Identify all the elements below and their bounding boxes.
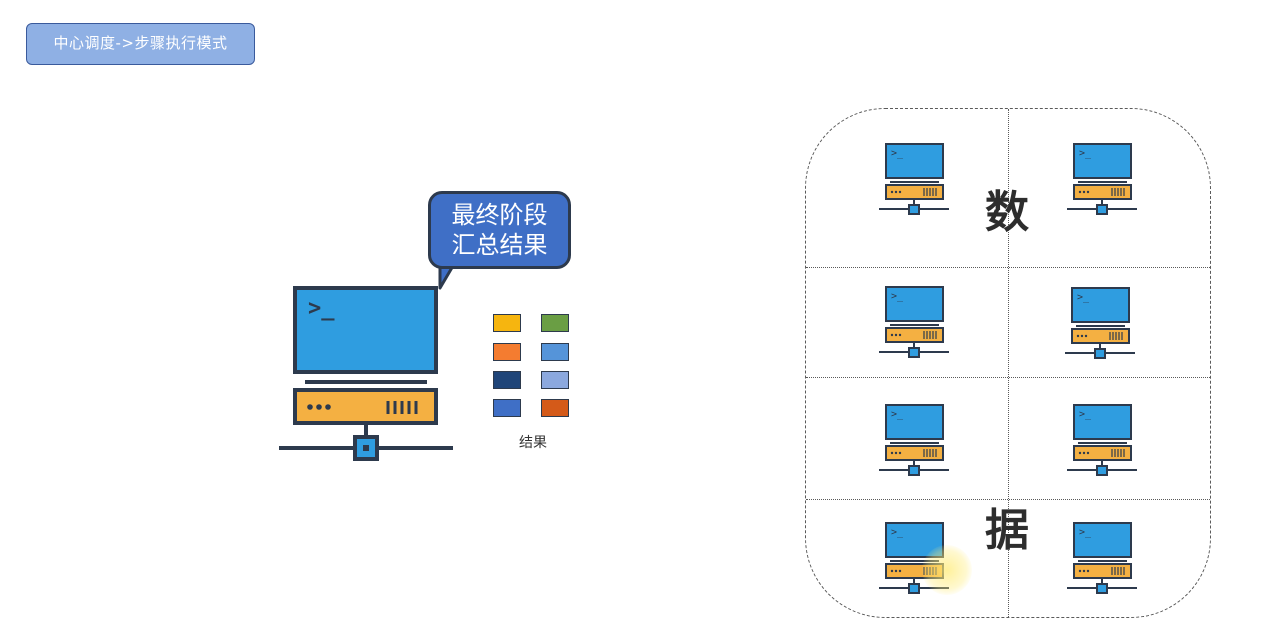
result-label: 结果: [519, 435, 547, 451]
result-swatch: [541, 314, 569, 332]
bubble-tail-joint: [437, 254, 459, 260]
data-node-cluster: [805, 108, 1211, 618]
cluster-char-top: 数: [985, 187, 1029, 238]
svg-text:>_: >_: [308, 296, 335, 321]
worker-node-icon: [1064, 286, 1136, 360]
cluster-divider-horizontal: [806, 377, 1210, 378]
bubble-line-1: 最终阶段: [451, 201, 548, 229]
bubble-line-2: 汇总结果: [451, 231, 548, 259]
final-stage-speech-bubble: 最终阶段 汇总结果: [428, 191, 571, 269]
result-swatch: [541, 399, 569, 417]
result-swatch: [541, 343, 569, 361]
result-swatch: [493, 314, 521, 332]
mode-title-badge: 中心调度->步骤执行模式: [26, 23, 255, 65]
cluster-divider-horizontal: [806, 267, 1210, 268]
result-swatch: [493, 371, 521, 389]
worker-node-icon: [878, 403, 950, 477]
cluster-char-bottom: 据: [985, 505, 1029, 556]
result-swatch-grid: [493, 314, 573, 420]
worker-node-icon: [1066, 521, 1138, 595]
cursor-highlight: [922, 545, 972, 595]
cluster-divider-horizontal: [806, 499, 1210, 500]
worker-node-icon: [878, 285, 950, 359]
master-computer-icon: >_: [279, 286, 453, 461]
worker-node-icon: [1066, 142, 1138, 216]
worker-node-icon: [878, 142, 950, 216]
result-swatch: [541, 371, 569, 389]
result-swatch: [493, 399, 521, 417]
worker-node-icon: [1066, 403, 1138, 477]
result-swatch: [493, 343, 521, 361]
cluster-divider-vertical: [1008, 109, 1009, 617]
